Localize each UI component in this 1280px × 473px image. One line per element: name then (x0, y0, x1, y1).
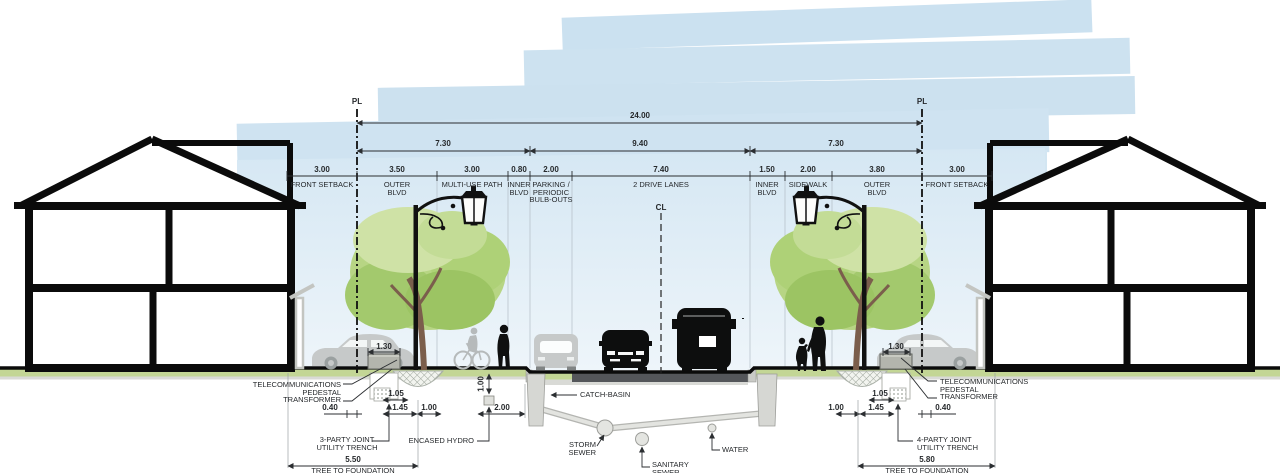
sanitary-sewer-pipe (635, 432, 649, 446)
telecom-line: PEDESTAL (302, 387, 341, 397)
storm-sewer-pipe (596, 419, 614, 437)
section-width: 3.00 (949, 165, 965, 174)
encased-hydro-duct (483, 395, 495, 406)
pl-label-right: PL (916, 97, 928, 106)
centerline-label: CL (655, 203, 667, 212)
sanitary-line: SEWER (652, 467, 680, 473)
dim-200-left: 2.00 (494, 403, 510, 412)
catch-basin-left (526, 373, 546, 427)
joint-trench-label-left: 3-PARTY JOINT UTILITY TRENCH (317, 436, 378, 451)
dim-group-center: 9.40 (632, 139, 648, 148)
telecom-line: TRANSFORMER (940, 392, 998, 401)
dim-145-right: 1.45 (868, 403, 884, 412)
catch-basin-label: CATCH-BASIN (580, 390, 631, 399)
section-width: 3.80 (869, 165, 885, 174)
porch (289, 283, 315, 370)
drive-lane-car (599, 330, 652, 371)
tree-root-ball (391, 370, 445, 387)
leader-lines (343, 357, 937, 468)
section-name-inner-blvd-left: INNER BLVD (507, 180, 531, 197)
joint-trench-label-right: 4-PARTY JOINT UTILITY TRENCH (917, 436, 978, 451)
tree-foundation-label-left: TREE TO FOUNDATION (311, 466, 395, 473)
ground-line (0, 366, 1280, 374)
hydro-depth-dim: 1.00 (476, 376, 486, 392)
house (14, 135, 306, 372)
dim-105-right: 1.05 (872, 389, 888, 398)
street-tree (345, 207, 510, 371)
section-width: 0.80 (511, 165, 527, 174)
catch-basin-right (756, 373, 778, 427)
section-name-multi-use-path: MULTI-USE PATH (441, 180, 503, 189)
section-width: 3.00 (314, 165, 330, 174)
storm-line: SEWER (568, 447, 596, 457)
dim-040-right: 0.40 (935, 403, 951, 412)
sanitary-line: SANITARY (652, 460, 689, 469)
section-name-inner-blvd-right: INNER BLVD (755, 180, 779, 197)
cyclist (453, 327, 491, 370)
sanitary-sewer-label: SANITARY SEWER (652, 461, 689, 473)
parked-car (534, 334, 578, 370)
telecom-line: TELECOMMUNICATIONS (252, 380, 341, 389)
section-width: 2.00 (800, 165, 816, 174)
trench-line: UTILITY TRENCH (316, 442, 378, 452)
tree-foundation-label-right: TREE TO FOUNDATION (885, 466, 969, 473)
trench-line: 4-PARTY JOINT (917, 435, 972, 444)
dim-040-left: 0.40 (322, 403, 338, 412)
dimension-lines (286, 120, 996, 469)
pedestrian (497, 324, 510, 369)
section-width: 3.00 (464, 165, 480, 174)
section-width: 1.50 (759, 165, 775, 174)
trench-line: UTILITY TRENCH (917, 442, 978, 452)
dim-105-left: 1.05 (388, 389, 404, 398)
tree-foundation-dim-left: 5.50 (345, 455, 361, 464)
telecom-line: PEDESTAL (940, 384, 979, 394)
pl-label-left: PL (351, 97, 363, 106)
left-side-artwork (14, 135, 510, 402)
child (798, 337, 806, 345)
drive-lane-van (672, 308, 744, 371)
section-name-outer-blvd-left: OUTER BLVD (383, 180, 411, 197)
dim-overall-label: 24.00 (629, 111, 651, 120)
street-lamp (413, 185, 488, 370)
storm-pipe-left (536, 406, 601, 428)
tree-foundation-dim-right: 5.80 (919, 455, 935, 464)
section-name-front-setback-right: FRONT SETBACK (925, 180, 989, 189)
encased-hydro-label: ENCASED HYDRO (408, 436, 474, 445)
telecom-label-left: TELECOMMUNICATIONS PEDESTAL TRANSFORMER (253, 381, 341, 404)
storm-pipe-right (611, 411, 768, 430)
transformer-width-left: 1.30 (376, 342, 392, 351)
section-width: 7.40 (653, 165, 669, 174)
dim-145-left: 1.45 (392, 403, 408, 412)
transformer-width-right: 1.30 (888, 342, 904, 351)
section-name-parking: PARKING / PERIODIC BULB-OUTS (529, 180, 573, 204)
section-width: 2.00 (543, 165, 559, 174)
section-name-drive-lanes: 2 DRIVE LANES (633, 180, 689, 189)
section-name-sidewalk: SIDEWALK (788, 180, 828, 189)
telecom-line: TRANSFORMER (283, 395, 341, 404)
dim-100-right: 1.00 (828, 403, 844, 412)
lamp-cap (461, 191, 487, 197)
water-label: WATER (722, 445, 749, 454)
storm-sewer-label: STORM SEWER (568, 441, 596, 456)
section-name-front-setback-left: FRONT SETBACK (290, 180, 354, 189)
section-name-outer-blvd-right: OUTER BLVD (863, 180, 891, 197)
dim-group-right: 7.30 (828, 139, 844, 148)
adult-with-child (795, 316, 827, 371)
underground-utilities (483, 373, 778, 446)
trench-line: 3-PARTY JOINT (319, 435, 375, 444)
telecom-line: TELECOMMUNICATIONS (940, 377, 1029, 386)
storm-line: STORM (569, 440, 596, 449)
section-width: 3.50 (389, 165, 405, 174)
dim-group-left: 7.30 (435, 139, 451, 148)
water-pipe (707, 423, 717, 433)
dim-100-left: 1.00 (421, 403, 437, 412)
ground-and-road (0, 366, 1280, 385)
telecom-label-right: TELECOMMUNICATIONS PEDESTAL TRANSFORMER (940, 378, 1028, 401)
